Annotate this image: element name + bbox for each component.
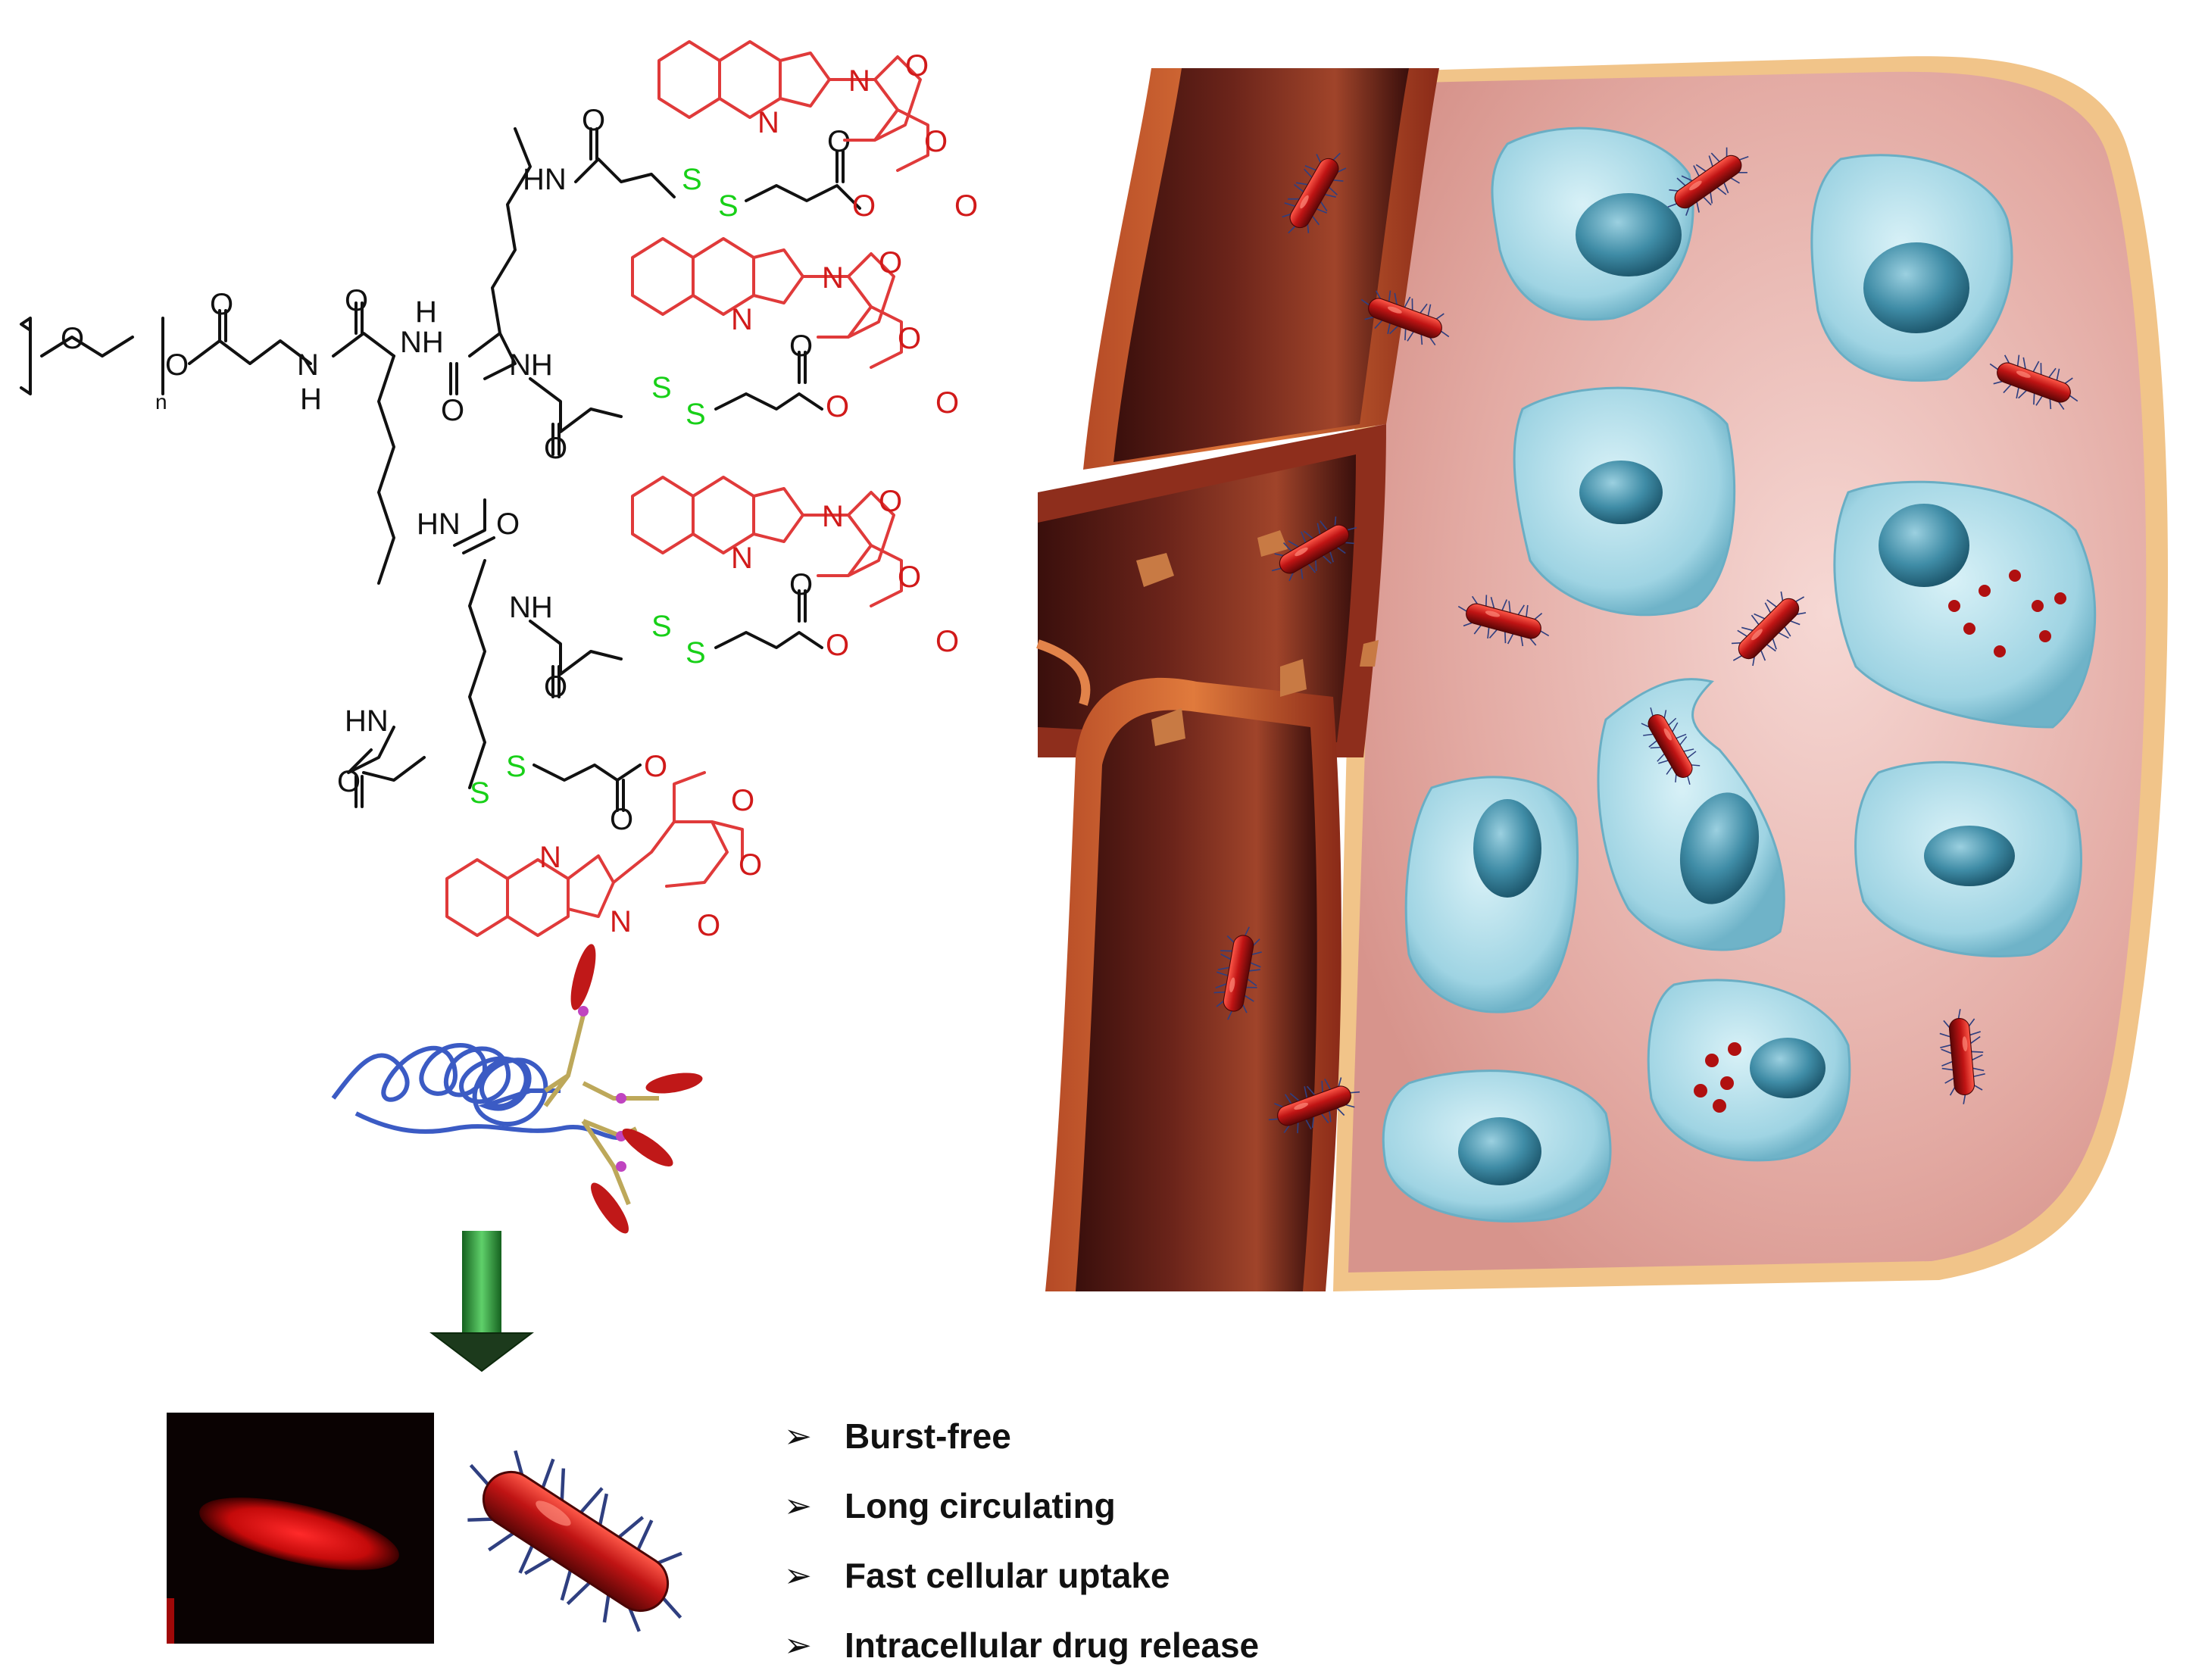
sulfur-label-4: S	[686, 398, 706, 431]
feature-item-fast-uptake: ➢ Fast cellular uptake	[784, 1541, 1466, 1610]
carbonyl-oxygen-label-5: O	[544, 432, 567, 465]
drug-n-label-3b: N	[822, 500, 844, 533]
drug-molecule-1: N N O O O	[657, 40, 978, 223]
drug-n-label-2b: N	[822, 261, 844, 295]
sulfur-label-7: S	[470, 776, 490, 810]
carbonyl-oxygen-label-2: O	[345, 284, 368, 317]
tumor-tissue-illustration	[1036, 56, 2169, 1291]
h-label-1: H	[415, 295, 437, 329]
feature-item-burst-free: ➢ Burst-free	[784, 1401, 1466, 1471]
ester-oxygen-red-1: O	[852, 189, 876, 223]
polymer-coil-cartoon	[331, 944, 703, 1234]
drug-o-label-2b: O	[898, 322, 921, 355]
tumor-cell-6	[1597, 678, 1785, 951]
drug-o-label-4c: O	[697, 909, 720, 942]
tumor-cell-3	[1513, 386, 1736, 617]
tumor-cell-2	[1810, 154, 2013, 382]
hn-label-3: HN	[345, 704, 389, 738]
drug-o-label-2c: O	[935, 386, 959, 420]
carbonyl-oxygen-label-3: O	[441, 394, 464, 427]
feature-label: Fast cellular uptake	[845, 1556, 1170, 1595]
drug-o-label-4a: O	[731, 784, 754, 817]
feature-label: Long circulating	[845, 1486, 1116, 1525]
feature-item-drug-release: ➢ Intracellular drug release	[784, 1610, 1466, 1680]
tumor-cell-5	[1404, 776, 1579, 1013]
arrowhead-bullet-icon: ➢	[784, 1556, 812, 1595]
carbonyl-oxygen-label: O	[210, 288, 233, 321]
nh-label-2: NH	[509, 348, 553, 382]
sulfur-label-2: S	[718, 189, 739, 223]
carbonyl-oxygen-label-7: O	[544, 670, 567, 704]
drug-n-label-4b: N	[610, 905, 632, 938]
sulfur-label-1: S	[682, 163, 702, 196]
nh-label-1: NH	[400, 326, 444, 359]
hn-label-1: HN	[417, 507, 461, 541]
tumor-cell-4	[1833, 480, 2097, 729]
carbonyl-oxygen-label-6: O	[496, 507, 520, 541]
tumor-cell-8	[1382, 1070, 1612, 1223]
ester-oxygen-label: O	[165, 348, 189, 382]
fluorescence-micrograph	[167, 1413, 434, 1644]
carbonyl-oxygen-label-4: O	[582, 104, 605, 137]
drug-molecule-4: N N O O O	[445, 771, 762, 942]
drug-o-label-3a: O	[879, 485, 902, 518]
drug-o-label-1a: O	[905, 49, 929, 83]
drug-o-label-2a: O	[879, 246, 902, 279]
ester-oxygen-red-2: O	[826, 390, 849, 423]
carbonyl-oxygen-label-8: O	[337, 765, 361, 798]
drug-n-label-2: N	[731, 303, 753, 336]
drug-n-label-3: N	[731, 542, 753, 575]
feature-label: Intracellular drug release	[845, 1625, 1260, 1665]
sulfur-label-6: S	[686, 636, 706, 670]
drug-o-label-3c: O	[935, 625, 959, 658]
drug-molecule-3: N N O O O	[631, 476, 959, 658]
arrowhead-bullet-icon: ➢	[784, 1625, 812, 1665]
amide-n-label: N	[297, 348, 319, 382]
polymer-drug-conjugate-structure: O n O O N H O NH H HN O HN O S S O O NH …	[20, 40, 978, 942]
drug-o-label-1b: O	[924, 125, 948, 158]
drug-n-label-4: N	[539, 841, 561, 874]
hn-label-2: HN	[523, 163, 567, 196]
drug-molecule-2: N N O O O	[631, 237, 959, 420]
ester-carbonyl-oxygen-4: O	[610, 803, 633, 836]
tumor-cell-7	[1854, 760, 2082, 957]
nanorod-cartoon	[436, 1421, 717, 1660]
sulfur-label-5: S	[651, 610, 672, 643]
sulfur-label-8: S	[506, 750, 526, 783]
drug-n-label-1: N	[757, 106, 779, 139]
feature-list: ➢ Burst-free ➢ Long circulating ➢ Fast c…	[784, 1401, 1466, 1680]
tumor-cell-9	[1647, 979, 1851, 1162]
ester-carbonyl-oxygen-2: O	[789, 329, 813, 363]
drug-o-label-3b: O	[898, 561, 921, 594]
drug-o-label-4b: O	[739, 848, 762, 882]
arrowhead-bullet-icon: ➢	[784, 1486, 812, 1525]
feature-item-long-circulating: ➢ Long circulating	[784, 1471, 1466, 1541]
drug-o-label-1c: O	[954, 189, 978, 223]
peg-oxygen-label: O	[61, 322, 84, 355]
repeat-n-label: n	[155, 390, 167, 414]
sulfur-label-3: S	[651, 371, 672, 404]
ester-oxygen-red-3: O	[826, 629, 849, 662]
ester-carbonyl-oxygen-3: O	[789, 568, 813, 601]
down-arrow-icon	[429, 1231, 534, 1372]
nh-label-3: NH	[509, 591, 553, 624]
ester-oxygen-red-4: O	[644, 750, 667, 783]
amide-h-label: H	[300, 383, 322, 416]
feature-label: Burst-free	[845, 1416, 1011, 1456]
drug-n-label-1b: N	[848, 64, 870, 98]
arrowhead-bullet-icon: ➢	[784, 1416, 812, 1456]
tumor-cell-1	[1491, 126, 1694, 321]
